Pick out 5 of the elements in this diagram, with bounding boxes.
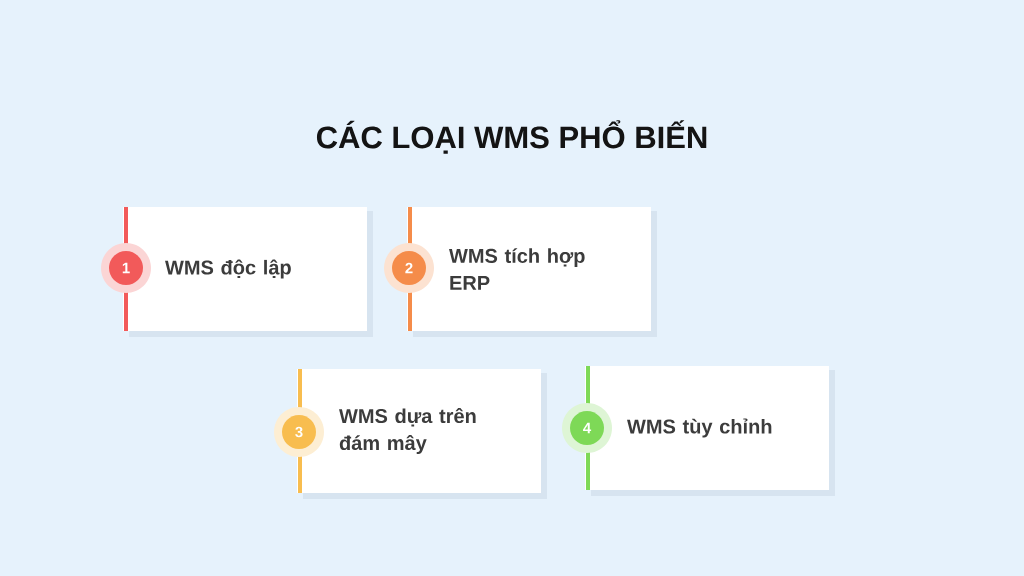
number-badge: 4 — [562, 403, 612, 453]
number-badge: 1 — [101, 243, 151, 293]
number-badge: 3 — [274, 407, 324, 457]
number-badge: 2 — [384, 243, 434, 293]
title: CÁC LOẠI WMS PHỔ BIẾN — [316, 120, 707, 154]
